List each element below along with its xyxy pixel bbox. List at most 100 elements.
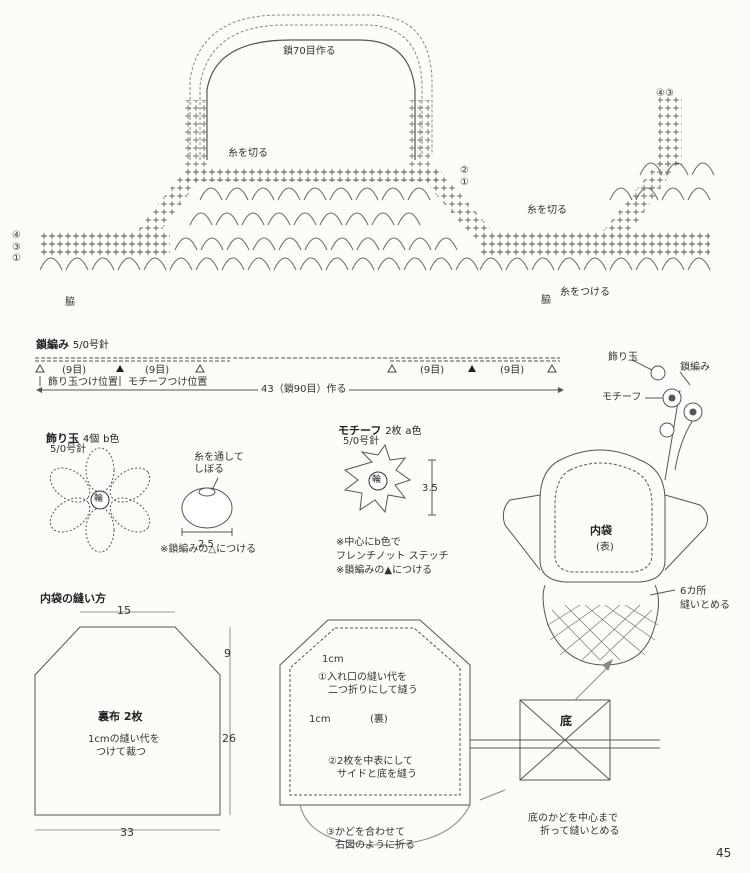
- mesh-arch: [687, 187, 711, 201]
- bead-attach-note: ※鎖編みの△につける: [160, 544, 257, 555]
- sewing-title: 内袋の縫い方: [40, 592, 106, 605]
- mesh-arch: [407, 187, 431, 201]
- mesh-arch: [241, 212, 265, 226]
- mesh-arch: [356, 237, 380, 251]
- mesh-arch: [293, 212, 317, 226]
- seam-note-1: 1cmの縫い代を: [88, 734, 160, 745]
- mesh-arch: [330, 237, 354, 251]
- handle-outline: [189, 14, 433, 160]
- mesh-arch: [65, 257, 89, 271]
- mesh-arch: [355, 187, 379, 201]
- handle-stitches-right: [408, 100, 430, 170]
- mesh-arch: [691, 162, 715, 176]
- leader-bead: [631, 359, 653, 371]
- bead-thread-1: 糸を通して: [194, 452, 244, 463]
- row-mark-mid-1: ①: [460, 177, 469, 188]
- mesh-arch: [345, 212, 369, 226]
- mesh-arch: [434, 237, 458, 251]
- leader-tack: [649, 589, 676, 596]
- mesh-arch: [635, 187, 659, 201]
- mesh-arch: [277, 187, 301, 201]
- row-band-left: [40, 232, 170, 256]
- mesh-arch: [408, 237, 432, 251]
- handle-stitches-left: [185, 100, 207, 170]
- chain-nine-3: (9目): [420, 365, 445, 376]
- corner-note-2: 折って縫いとめる: [540, 826, 620, 837]
- mesh-arch: [117, 257, 141, 271]
- mesh-arch: [303, 187, 327, 201]
- bag-bead-label: 飾り玉: [608, 352, 638, 363]
- mesh-arch: [247, 257, 271, 271]
- label-chain-make: 鎖70目作る: [283, 46, 336, 57]
- mesh-arch: [278, 237, 302, 251]
- mesh-arch: [609, 187, 633, 201]
- mesh-arch: [531, 257, 555, 271]
- step3-a: ③かどを合わせて: [326, 827, 405, 838]
- mesh-arch: [143, 257, 167, 271]
- bag-tack-2: 縫いとめる: [680, 600, 730, 611]
- mesh-arch: [665, 162, 689, 176]
- step1-a: ①入れ口の縫い代を: [318, 672, 407, 683]
- motif-note-2: フレンチノット ステッチ: [336, 551, 449, 562]
- chain-bead-pos: 飾り玉つけ位置: [48, 377, 118, 388]
- seam-note-2: つけて裁つ: [96, 747, 146, 758]
- mesh-arch: [377, 257, 401, 271]
- right-column: [658, 95, 682, 165]
- mesh-arch: [252, 237, 276, 251]
- row-mark-mid-2: ②: [460, 165, 469, 176]
- chain-motif-pos: モチーフつけ位置: [128, 377, 208, 388]
- chain-strip: [35, 357, 564, 393]
- motif-ring-label: 輪: [372, 475, 382, 485]
- mesh-arch: [329, 187, 353, 201]
- chain-nine-2: (9目): [145, 365, 170, 376]
- fold-arrow: [299, 804, 471, 846]
- dim-side: 26: [222, 732, 236, 745]
- dim-top: 15: [117, 604, 131, 617]
- mesh-arch: [226, 237, 250, 251]
- row-mark-3: ③: [12, 242, 21, 253]
- motif-note-3: ※鎖編みの▲につける: [336, 565, 433, 576]
- mesh-arch: [583, 257, 607, 271]
- bag-motif-label: モチーフ: [602, 392, 642, 403]
- label-side-1: 脇: [65, 297, 75, 308]
- mesh-arch: [455, 257, 479, 271]
- body-left-slope: [130, 170, 207, 245]
- lining-dims: [35, 611, 231, 831]
- cm-top: 1cm: [322, 654, 344, 665]
- bead-ring-label: 輪: [94, 494, 104, 504]
- step-arrows: [479, 658, 613, 801]
- motif-size-line: [428, 459, 436, 516]
- page-number: 45: [716, 846, 732, 860]
- lining-piece: [34, 626, 221, 816]
- mesh-arch: [661, 257, 685, 271]
- mesh-arch: [687, 257, 711, 271]
- label-side-2: 脇: [541, 295, 551, 306]
- mesh-arch: [319, 212, 343, 226]
- step3-b: 右図のように折る: [335, 840, 415, 851]
- bead-thread-2: しぼる: [194, 464, 224, 475]
- row-band-right: [480, 232, 710, 256]
- mesh-arch: [199, 187, 223, 201]
- mesh-arch: [661, 187, 685, 201]
- mesh-arch: [273, 257, 297, 271]
- row-mark-4: ④: [12, 230, 21, 241]
- chain-total: 43（鎖90目）作る: [258, 384, 350, 396]
- mesh-arch: [169, 257, 193, 271]
- bag-chain-label: 鎖編み: [680, 362, 710, 373]
- mesh-arch: [479, 257, 503, 271]
- motif-note-1: ※中心にb色で: [336, 537, 401, 548]
- corner-note-1: 底のかどを中心まで: [528, 813, 618, 824]
- row-mark-right-top: ④③: [656, 88, 674, 99]
- mesh-arch: [381, 187, 405, 201]
- mesh-arch: [325, 257, 349, 271]
- lining-label: 裏布 2枚: [98, 710, 143, 723]
- row-mark-1: ①: [12, 253, 21, 264]
- bag-base-crosshatch: [547, 604, 659, 661]
- mesh-arch: [251, 187, 275, 201]
- handle-chain: [206, 39, 416, 160]
- mesh-arch: [639, 162, 663, 176]
- step2-a: ②2枚を中表にして: [328, 756, 414, 767]
- bag-inner-label: 内袋: [590, 524, 612, 537]
- bead-circles: [650, 365, 675, 438]
